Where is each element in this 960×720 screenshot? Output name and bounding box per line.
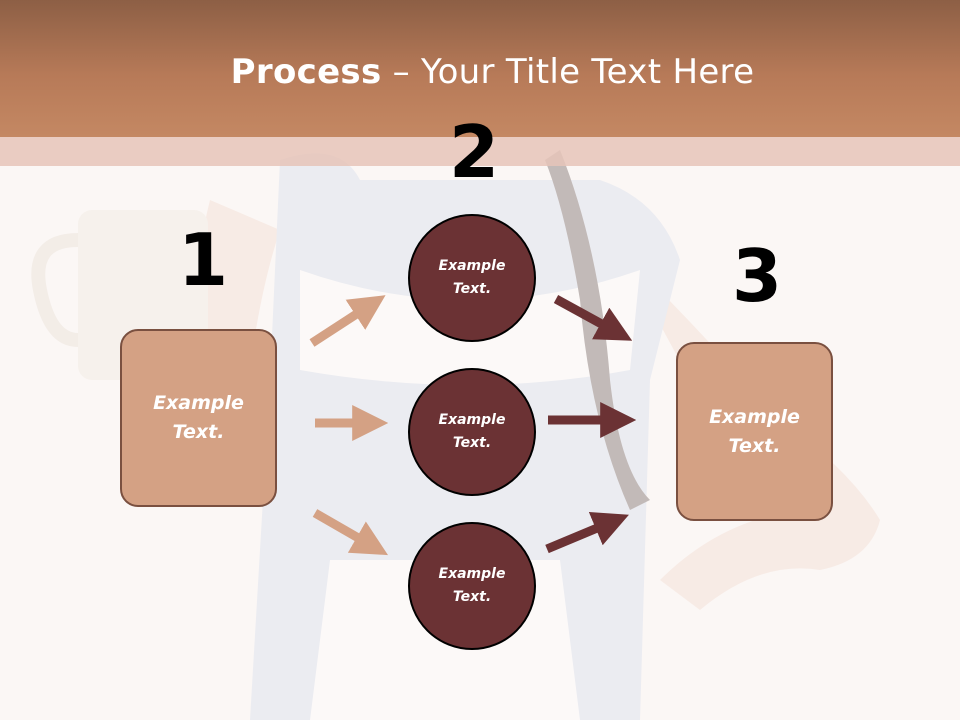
circle-top-text: Example Text. [438,258,506,297]
right-box: Example Text. [676,342,833,521]
title-bar [0,0,960,137]
step-number-1: 1 [178,218,229,302]
circle-middle: Example Text. [408,368,536,496]
circle-middle-text: Example Text. [438,412,506,451]
slide-title: Process – Your Title Text Here [0,52,960,92]
circle-top: Example Text. [408,214,536,342]
arrow-left-to-top [309,295,386,347]
arrow-left-to-bottom [312,509,389,556]
title-rest: – Your Title Text Here [381,52,755,92]
step-number-3: 3 [732,234,783,318]
right-box-text: Example Text. [709,405,800,457]
arrow-bottom-to-right [545,512,629,554]
title-underband [0,137,960,166]
circle-bottom: Example Text. [408,522,536,650]
left-box-text: Example Text. [153,392,244,443]
left-box: Example Text. [120,329,277,507]
title-bold: Process [230,52,382,92]
circle-bottom-text: Example Text. [438,566,506,605]
arrow-top-to-right [553,295,633,341]
step-number-2: 2 [449,110,500,194]
